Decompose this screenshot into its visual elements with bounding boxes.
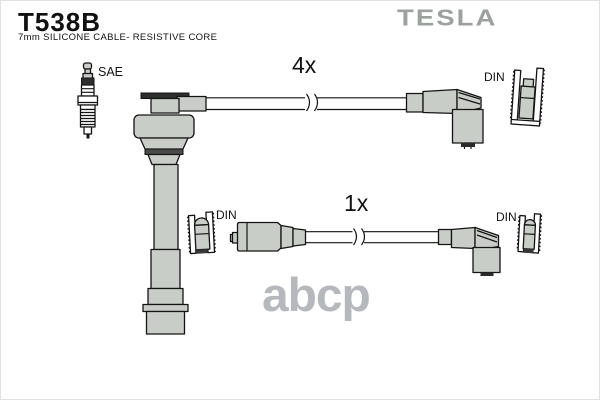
angled-boot-1-icon [405, 88, 484, 149]
brand-logo: TESLA [397, 5, 498, 31]
pencil-boot-icon [133, 92, 207, 335]
quantity-label-bottom: 1x [344, 190, 369, 216]
spark-plug-icon [77, 62, 99, 139]
abcp-watermark: abcp [262, 268, 371, 321]
din-connector-icon-2 [187, 211, 217, 255]
cable-1 [206, 93, 407, 112]
din-terminal-label-3: DIN [496, 210, 517, 224]
cable-2 [305, 228, 439, 246]
product-subtitle: 7mm SILICONE CABLE- RESISTIVE CORE [18, 32, 218, 43]
sae-terminal-label: SAE [98, 65, 124, 79]
part-number: T538B [18, 7, 102, 37]
din-connector-icon-3 [516, 213, 543, 254]
straight-boot-icon [229, 221, 307, 252]
cable-break-marks-icon [353, 228, 366, 246]
angled-boot-2-icon [437, 226, 501, 276]
din-connector-icon-1 [509, 67, 545, 127]
quantity-label-top: 4x [292, 52, 317, 78]
cable-break-marks-icon [305, 93, 319, 112]
din-terminal-label-2: DIN [216, 208, 237, 222]
din-terminal-label-1: DIN [484, 70, 505, 84]
